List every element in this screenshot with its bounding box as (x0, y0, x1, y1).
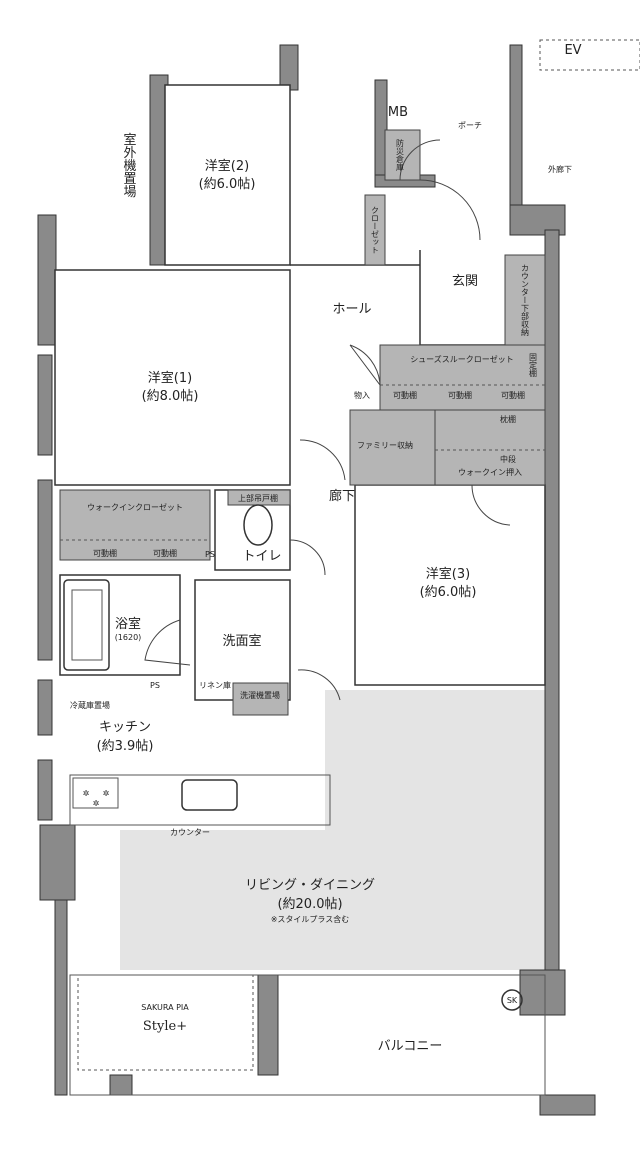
svg-text:✲: ✲ (103, 789, 110, 798)
label-outdoor-unit: 室外機置場 (121, 132, 137, 198)
room-kitchen-name: キッチン (99, 720, 151, 735)
label-middle-shelf: 中段 (500, 454, 516, 464)
label-shoes-closet: シューズスルークローゼット (410, 354, 514, 364)
sk-sink (501, 989, 523, 1011)
label-walkin-oshiire: ウォークイン押入 (458, 467, 522, 477)
room-living-note: ※スタイルプラス含む (271, 914, 350, 924)
label-sk: SK (507, 996, 518, 1005)
style-plus-brand: SAKURA PIA (141, 1003, 189, 1012)
label-ps-2: PS (150, 681, 160, 690)
bathtub-inner (71, 589, 103, 661)
label-walkin-closet: ウォークインクローゼット (87, 502, 183, 512)
label-movable-shelf-5: 可動棚 (153, 548, 177, 558)
room-hall: ホール (332, 302, 371, 317)
svg-text:✲: ✲ (83, 789, 90, 798)
room-bath-size: (1620) (115, 633, 142, 642)
label-movable-shelf-2: 可動棚 (448, 390, 472, 400)
room-western1-name: 洋室(1) (148, 370, 192, 386)
label-family-storage: ファミリー収納 (357, 440, 413, 450)
room-bath-name: 浴室 (115, 616, 141, 632)
label-linen: リネン庫 (199, 680, 231, 690)
label-counter: カウンター (170, 828, 210, 837)
room-western3-name: 洋室(3) (426, 566, 470, 582)
label-closet: クローゼット (371, 206, 380, 254)
room-corridor: 廊下 (329, 488, 355, 504)
room-western2-size: (約6.0帖) (199, 177, 256, 192)
ev-shaft (539, 39, 640, 71)
bathtub (63, 579, 110, 671)
label-upper-cabinet: 上部吊戸棚 (238, 493, 278, 503)
label-fixed-shelf: 固定棚 (529, 353, 538, 378)
interior-walls (54, 84, 546, 1096)
label-disaster-storage: 防災倉庫 (396, 138, 405, 172)
storage-areas (59, 129, 546, 716)
label-counter-storage: カウンター下部収納 (521, 264, 530, 337)
label-movable-shelf-1: 可動棚 (393, 390, 417, 400)
room-western2-name: 洋室(2) (205, 158, 249, 174)
toilet-bowl (243, 504, 273, 546)
room-entrance: 玄関 (452, 274, 478, 289)
doors (144, 139, 511, 701)
room-western1-size: (約8.0帖) (142, 389, 199, 404)
room-washroom: 洗面室 (222, 633, 261, 649)
room-living-name: リビング・ダイニング (245, 878, 375, 893)
style-plus-logo: Style+ (143, 1019, 187, 1034)
label-washer: 洗濯機置場 (240, 690, 280, 700)
room-living-size: (約20.0帖) (277, 897, 342, 912)
room-porch: ポーチ (458, 121, 482, 130)
svg-text:✲: ✲ (93, 799, 100, 808)
stove: ✲✲✲ (72, 777, 119, 809)
label-ps-1: PS (205, 550, 215, 559)
label-pillow-shelf: 枕棚 (500, 414, 516, 424)
label-mb: MB (388, 105, 408, 120)
room-kitchen-size: (約3.9帖) (97, 739, 154, 754)
label-storage: 物入 (354, 390, 370, 400)
label-outer-corridor: 外廊下 (548, 164, 572, 174)
room-western3-size: (約6.0帖) (420, 585, 477, 600)
room-balcony: バルコニー (378, 1039, 443, 1054)
label-movable-shelf-4: 可動棚 (93, 548, 117, 558)
label-fridge: 冷蔵庫置場 (70, 700, 110, 710)
room-toilet: トイレ (242, 549, 281, 564)
label-movable-shelf-3: 可動棚 (501, 390, 525, 400)
label-ev: EV (564, 43, 581, 58)
